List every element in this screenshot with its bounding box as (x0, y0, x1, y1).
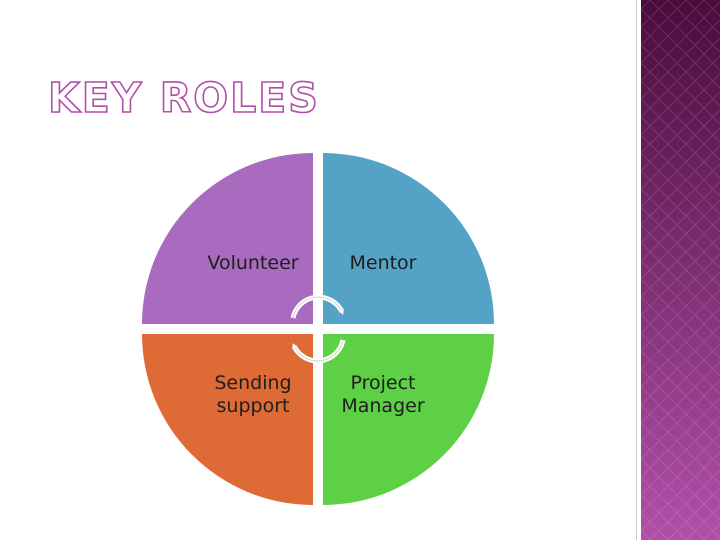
quadrant-sending-support (142, 334, 313, 505)
circular-arrows-icon (290, 294, 346, 364)
quadrant-volunteer (142, 153, 313, 324)
label-volunteer: Volunteer (207, 252, 299, 274)
decorative-side-band (641, 0, 720, 540)
slide-title: KEY ROLES (47, 73, 320, 123)
quadrant-project-manager (323, 334, 494, 505)
label-mentor: Mentor (349, 252, 417, 274)
quadrant-mentor (323, 153, 494, 324)
label-sending-support: Sending support (214, 372, 292, 417)
side-divider (636, 0, 637, 540)
label-project-manager: Project Manager (341, 372, 425, 417)
